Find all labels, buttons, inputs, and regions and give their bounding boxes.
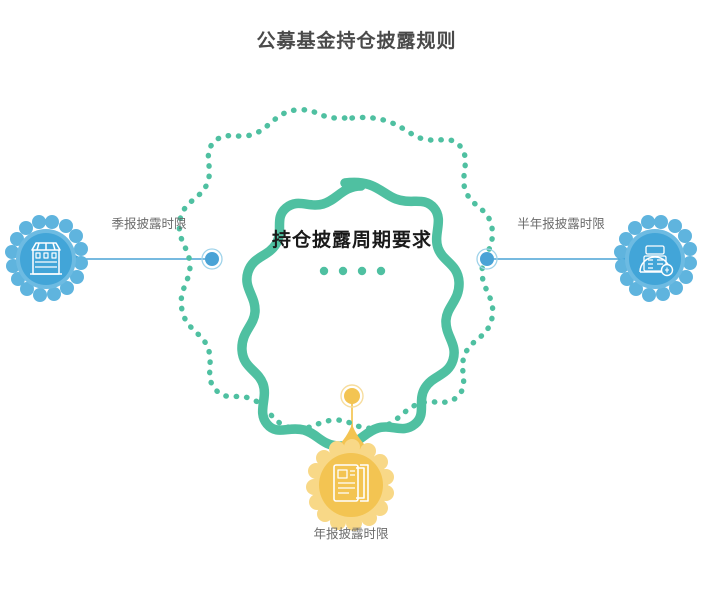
node-quarterly-label: 季报披露时限 bbox=[111, 216, 187, 231]
center-dot bbox=[357, 266, 367, 276]
page-title: 公募基金持仓披露规则 bbox=[256, 31, 457, 52]
quarterly-scallop bbox=[5, 215, 88, 302]
center-title: 持仓披露周期要求 bbox=[272, 228, 432, 251]
right-connector-halo bbox=[476, 248, 498, 270]
right-connector-dot bbox=[480, 252, 494, 266]
connector-lines bbox=[72, 258, 632, 450]
node-quarterly[interactable]: 季报披露时限 bbox=[5, 215, 187, 302]
stacked-documents-icon bbox=[333, 464, 369, 502]
annual-circle bbox=[319, 453, 383, 517]
center-dots bbox=[319, 266, 386, 276]
node-semiannual-label: 半年报披露时限 bbox=[517, 216, 605, 231]
storefront-icon bbox=[30, 242, 62, 275]
node-annual[interactable]: 年报披露时限 bbox=[306, 424, 394, 541]
center-dot bbox=[319, 266, 329, 276]
semiannual-circle bbox=[629, 233, 681, 285]
bottom-connector-halo bbox=[340, 384, 364, 408]
ring-connector-dots bbox=[201, 248, 498, 408]
center-dot bbox=[376, 266, 386, 276]
left-connector-halo bbox=[201, 248, 223, 270]
left-connector-dot bbox=[205, 252, 219, 266]
dotted-ring-path bbox=[176, 107, 496, 432]
node-semiannual[interactable]: 半年报披露时限 bbox=[517, 215, 697, 302]
bottom-connector-dot bbox=[344, 388, 360, 404]
quarterly-circle bbox=[20, 233, 72, 285]
document-seal-icon bbox=[639, 245, 674, 277]
node-annual-label: 年报披露时限 bbox=[313, 526, 389, 541]
center-dot bbox=[338, 266, 348, 276]
center-dotted-ring bbox=[176, 107, 496, 432]
